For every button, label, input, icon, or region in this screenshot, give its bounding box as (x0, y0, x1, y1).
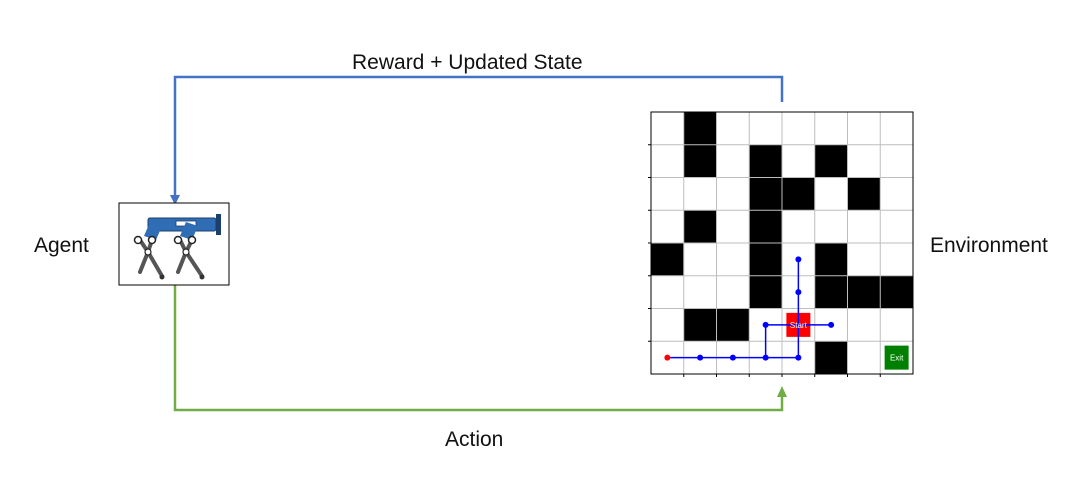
path-node (795, 256, 802, 263)
reward-label: Reward + Updated State (352, 51, 583, 74)
maze-wall-cell (814, 243, 848, 276)
current-position-dot (664, 354, 671, 361)
maze-wall-cell (847, 275, 881, 309)
start-label: Start (790, 321, 808, 330)
maze-wall-cell (782, 177, 815, 211)
quadruped-robot-icon (133, 214, 221, 280)
maze-wall-cell (847, 177, 881, 211)
maze-wall-cell (814, 275, 848, 309)
environment-label: Environment (930, 234, 1048, 257)
maze-wall-cell (814, 144, 848, 178)
maze-border (650, 111, 914, 375)
exit-marker (884, 345, 909, 370)
agent-box (118, 202, 230, 286)
maze-wall-cell (651, 243, 684, 276)
maze-wall-cell (683, 144, 717, 178)
reward-arrow (170, 75, 784, 205)
maze-wall-cell (814, 341, 848, 374)
maze-wall-cell (880, 275, 913, 309)
path-node (729, 354, 736, 361)
maze-wall-cell (683, 112, 717, 145)
maze-wall-cell (749, 210, 782, 243)
exit-label: Exit (890, 354, 904, 363)
path-node (697, 354, 704, 361)
path-node (762, 321, 769, 328)
path-node (762, 354, 769, 361)
maze-wall-cell (749, 144, 782, 178)
maze-wall-cell (683, 210, 717, 243)
maze-wall-cell (749, 275, 782, 309)
path-node (795, 354, 802, 361)
path-node (828, 321, 835, 328)
maze-wall-cell (749, 243, 782, 276)
maze-wall-cell (749, 177, 782, 211)
path-node (795, 289, 802, 296)
maze-wall-cell (716, 308, 750, 342)
action-arrow (173, 285, 787, 412)
agent-label: Agent (34, 234, 89, 257)
action-label: Action (445, 428, 504, 451)
maze-wall-cell (683, 308, 717, 342)
